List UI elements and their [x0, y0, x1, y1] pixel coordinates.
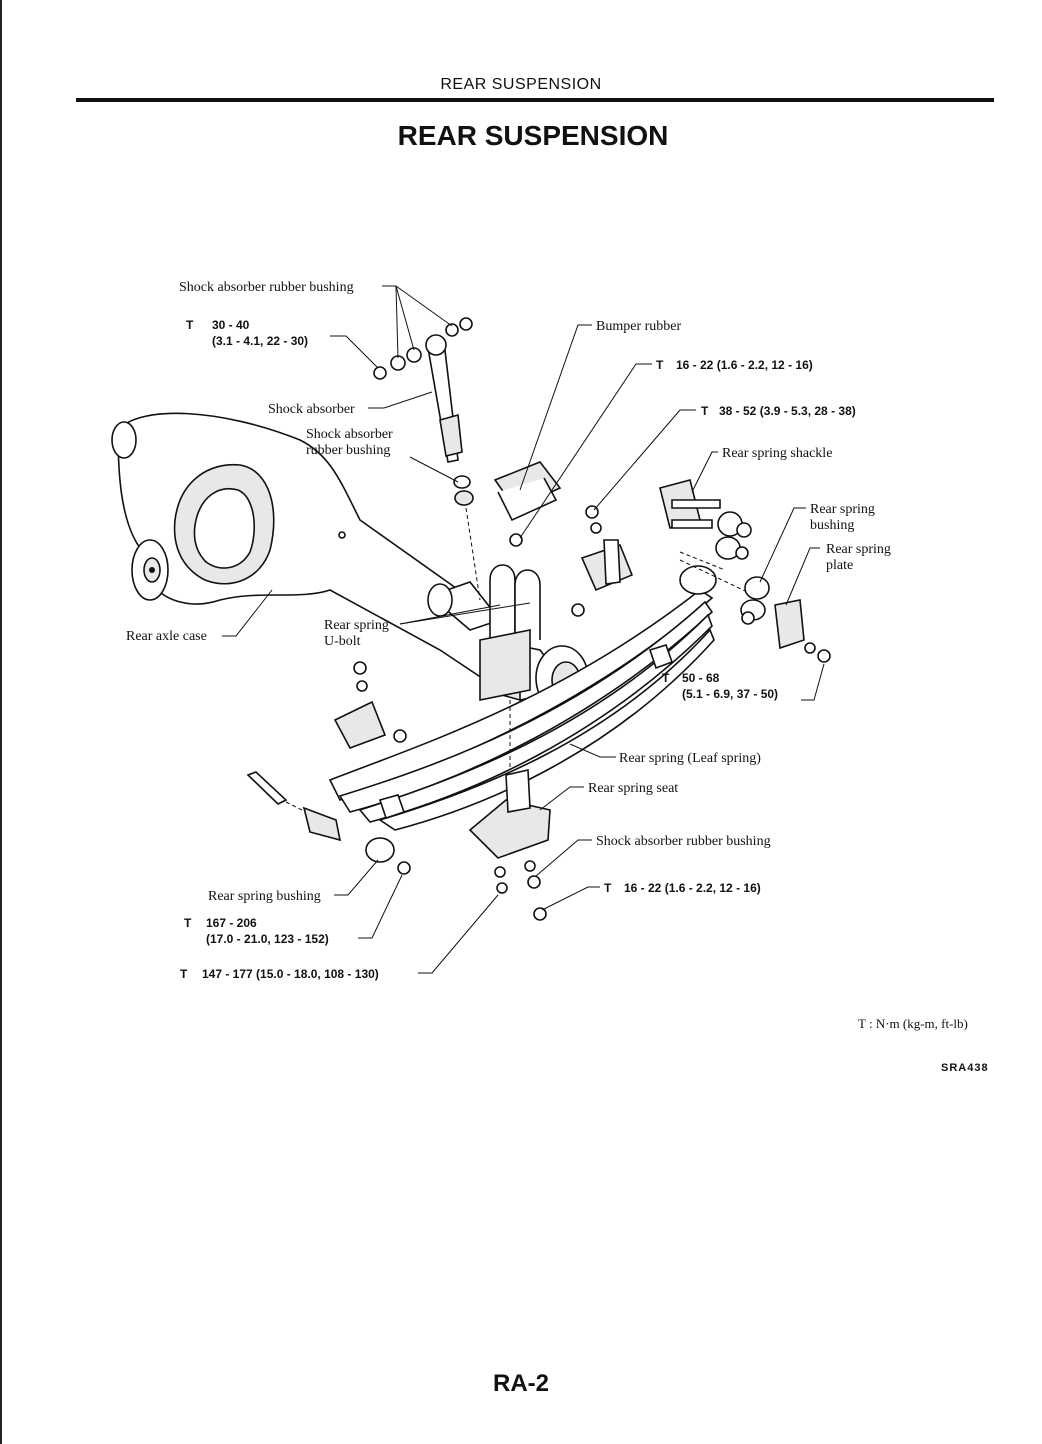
- torque-front-pin-value: 167 - 206: [206, 916, 257, 930]
- figure-code: SRA438: [941, 1062, 989, 1074]
- shock-absorber-top-drawing: [373, 317, 481, 601]
- rear-spring-u-bolt-drawing: [479, 564, 541, 701]
- label-rear-spring-bushing-right-2: bushing: [810, 518, 854, 533]
- torque-symbol: T: [184, 916, 192, 930]
- torque-top-alt: (3.1 - 4.1, 22 - 30): [212, 334, 308, 348]
- torque-symbol: T: [180, 967, 188, 981]
- label-spring-seat: Rear spring seat: [588, 781, 678, 796]
- label-leaf-spring: Rear spring (Leaf spring): [619, 751, 761, 766]
- torque-plate-alt: (5.1 - 6.9, 37 - 50): [682, 687, 778, 701]
- rear-spring-shackle-drawing: [659, 479, 761, 599]
- torque-unit-legend: T : N·m (kg-m, ft-lb): [858, 1016, 968, 1031]
- running-header: REAR SUSPENSION: [440, 76, 602, 93]
- label-shock-absorber: Shock absorber: [268, 402, 355, 417]
- label-rear-spring-bushing-left: Rear spring bushing: [208, 889, 321, 904]
- torque-front-pin-alt: (17.0 - 21.0, 123 - 152): [206, 932, 329, 946]
- label-rear-spring-plate-1: Rear spring: [826, 542, 891, 557]
- spring-hanger-bracket-drawing: [571, 505, 634, 617]
- torque-symbol: T: [186, 318, 194, 332]
- label-rear-spring-shackle: Rear spring shackle: [722, 446, 832, 461]
- torque-symbol: T: [701, 404, 709, 418]
- leader-lines: [222, 285, 825, 974]
- label-bumper-rubber: Bumper rubber: [596, 319, 681, 334]
- torque-symbol: T: [604, 881, 612, 895]
- torque-bottom-shock-value: 16 - 22 (1.6 - 2.2, 12 - 16): [624, 881, 761, 895]
- label-rear-spring-bushing-right-1: Rear spring: [810, 502, 875, 517]
- torque-top-value: 30 - 40: [212, 318, 250, 332]
- torque-ubolt-nut-value: 147 - 177 (15.0 - 18.0, 108 - 130): [202, 967, 379, 981]
- header-rule: [76, 98, 994, 102]
- label-shock-bushing-top: Shock absorber rubber bushing: [179, 280, 354, 295]
- label-rear-spring-plate-2: plate: [826, 558, 853, 573]
- torque-symbol: T: [656, 358, 664, 372]
- page-border: [0, 0, 2, 1444]
- lower-bracket-left-drawing: [333, 661, 407, 749]
- page-title: REAR SUSPENSION: [397, 120, 669, 151]
- label-rear-axle-case: Rear axle case: [126, 629, 207, 644]
- label-shock-bushing-mid-1: Shock absorber: [306, 427, 393, 442]
- front-spring-eye-drawing: [246, 771, 411, 875]
- label-u-bolt-1: Rear spring: [324, 618, 389, 633]
- leaf-spring-drawing: [328, 565, 717, 831]
- torque-plate-value: 50 - 68: [682, 671, 720, 685]
- label-shock-bushing-mid-2: rubber bushing: [306, 443, 390, 458]
- torque-bumper-value: 16 - 22 (1.6 - 2.2, 12 - 16): [676, 358, 813, 372]
- torque-shackle-value: 38 - 52 (3.9 - 5.3, 28 - 38): [719, 404, 856, 418]
- rear-spring-plate-drawing: [774, 599, 831, 663]
- label-u-bolt-2: U-bolt: [324, 634, 361, 649]
- label-shock-bushing-bottom: Shock absorber rubber bushing: [596, 834, 771, 849]
- rear-spring-bushing-right-drawing: [740, 576, 770, 625]
- bumper-rubber-drawing: [493, 461, 562, 547]
- rear-spring-seat-drawing: [468, 700, 551, 921]
- page-number: RA-2: [492, 1370, 549, 1397]
- torque-symbol: T: [662, 671, 670, 685]
